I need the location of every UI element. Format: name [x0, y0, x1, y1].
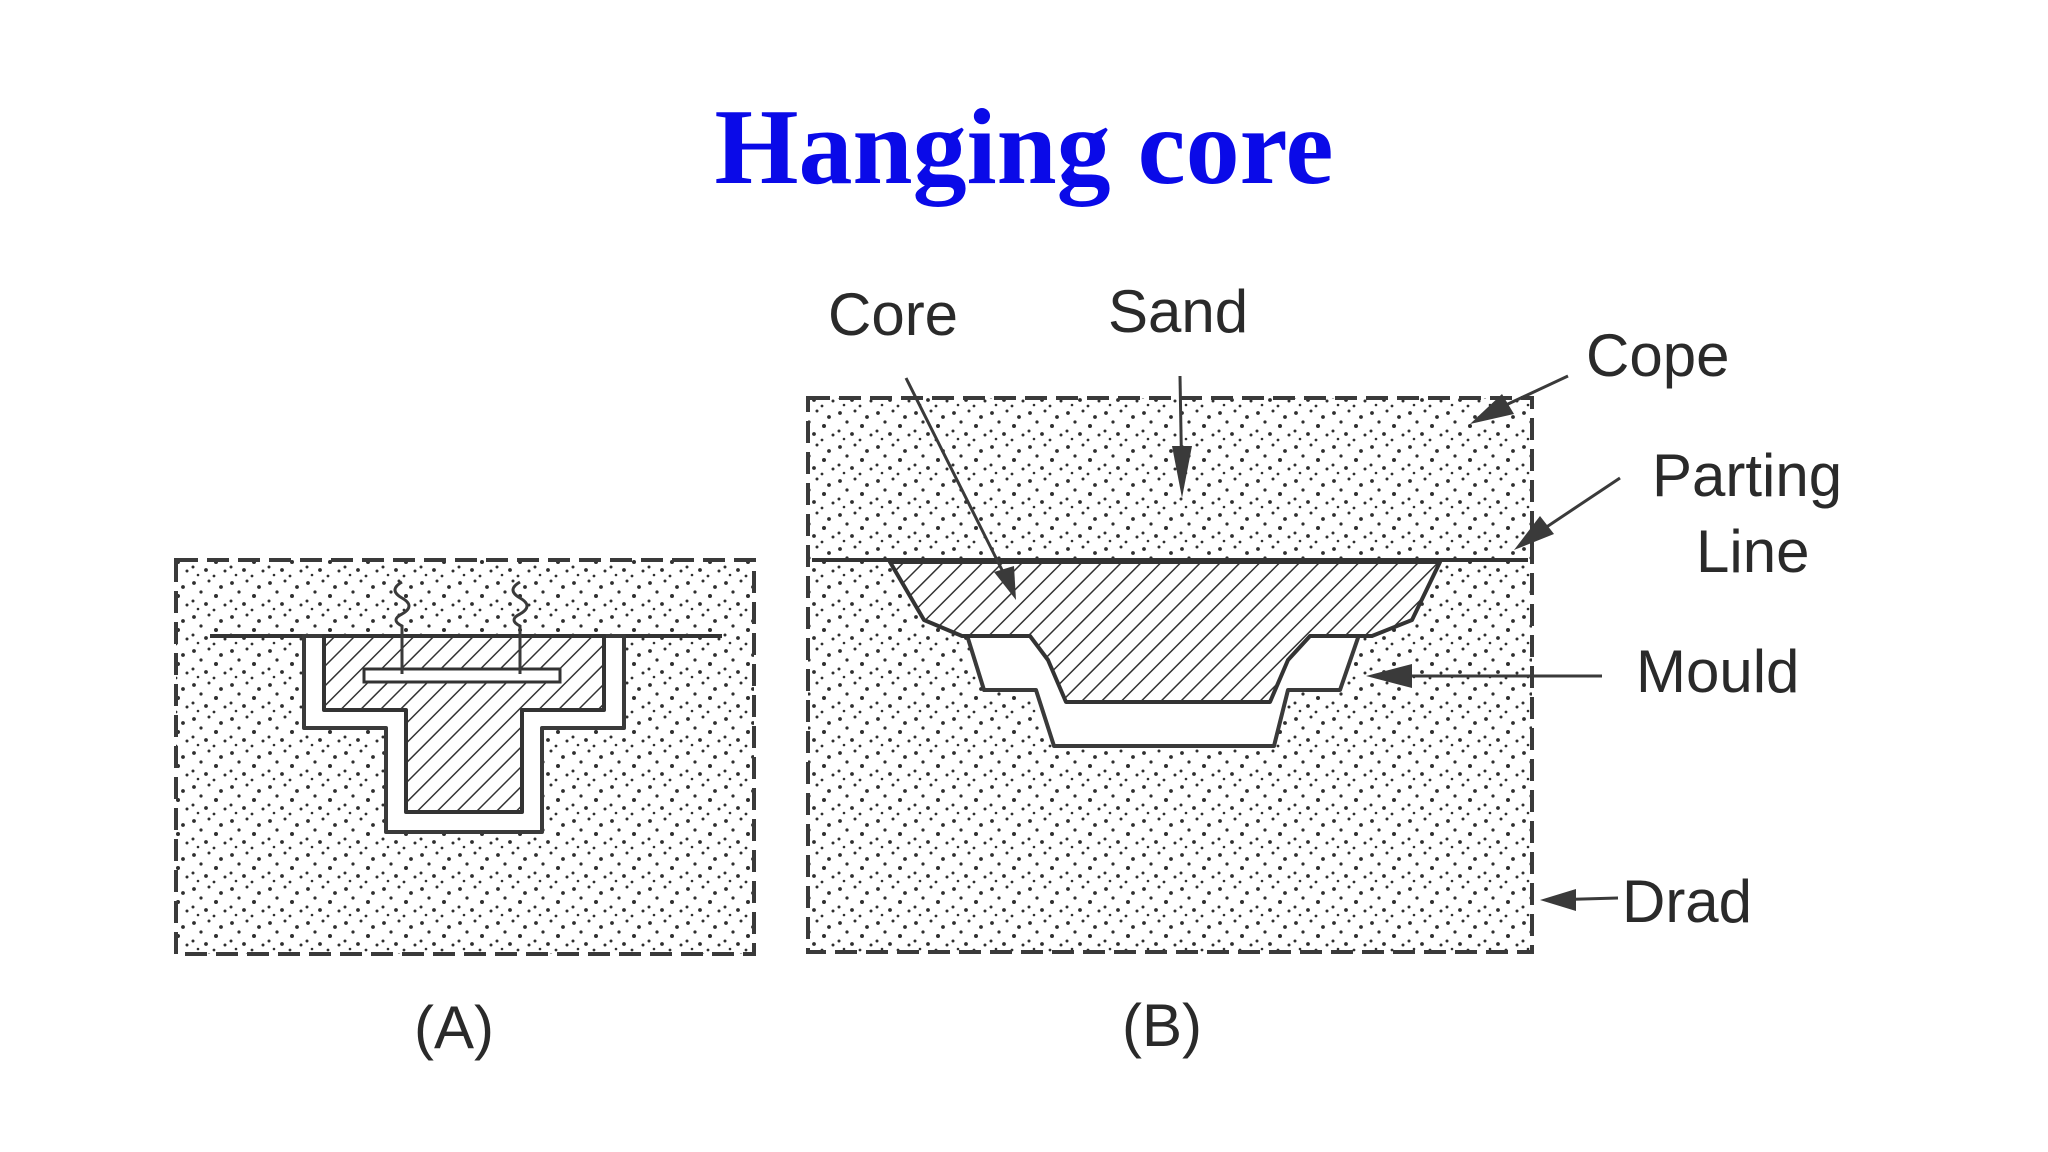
figure-a-caption: (A) [414, 994, 494, 1061]
label-core: Core [828, 281, 958, 348]
figure-a: (A) [174, 558, 756, 1061]
figure-a-wire-hook-right [511, 580, 529, 674]
label-mould: Mould [1636, 638, 1799, 705]
label-cope: Cope [1586, 322, 1729, 389]
slide-title: Hanging core [714, 88, 1334, 207]
figure-b-hanging-core [888, 560, 1442, 704]
figure-b-caption: (B) [1122, 992, 1202, 1059]
core-arrowhead [994, 566, 1016, 600]
drag-arrowhead [1540, 889, 1576, 911]
cope-arrowhead [1470, 394, 1514, 424]
core-leader-line [904, 377, 1014, 591]
label-parting: Parting [1652, 442, 1842, 509]
label-sand: Sand [1108, 278, 1248, 345]
sand-arrowhead [1172, 446, 1192, 498]
parting-line-arrowhead [1514, 516, 1554, 550]
mould-arrowhead [1366, 664, 1412, 688]
figure-b: Core Sand Cope Parting Line Mould Drad (… [806, 278, 1842, 1059]
label-drag: Drad [1622, 868, 1752, 935]
figure-a-core-bar [362, 667, 562, 684]
label-line: Line [1696, 518, 1809, 585]
figure-a-wire-hook-left [393, 580, 411, 674]
